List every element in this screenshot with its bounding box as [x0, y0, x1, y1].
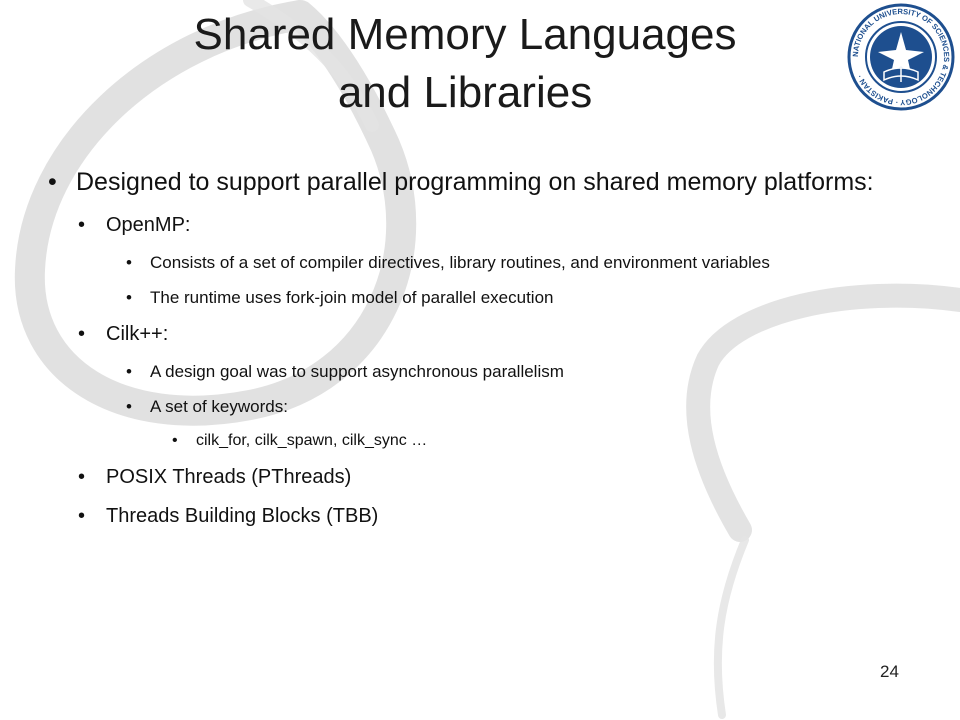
bullet-icon: • — [126, 362, 132, 381]
intro-bullet: • Designed to support parallel programmi… — [48, 166, 908, 529]
university-seal-logo: NATIONAL UNIVERSITY OF SCIENCES & TECHNO… — [847, 3, 955, 111]
bullet-list-level-4: • cilk_for, cilk_spawn, cilk_sync … — [172, 430, 908, 452]
list-item: • Consists of a set of compiler directiv… — [126, 251, 908, 274]
page-number: 24 — [880, 662, 899, 681]
list-item-label: POSIX Threads (PThreads) — [106, 466, 352, 488]
bullet-list-level-3: • Consists of a set of compiler directiv… — [126, 251, 908, 309]
list-item-openmp: • OpenMP: • Consists of a set of compile… — [78, 212, 908, 309]
bullet-icon: • — [126, 397, 132, 416]
list-item-text: A design goal was to support asynchronou… — [150, 362, 564, 381]
slide-title-line-2: and Libraries — [337, 68, 593, 117]
list-item: • A design goal was to support asynchron… — [126, 360, 908, 383]
bullet-list-level-1: • Designed to support parallel programmi… — [48, 166, 908, 529]
bullet-list-level-2: • OpenMP: • Consists of a set of compile… — [78, 212, 908, 529]
intro-text: Designed to support parallel programming… — [76, 168, 874, 196]
bullet-icon: • — [78, 466, 86, 488]
list-item-label: Threads Building Blocks (TBB) — [106, 505, 379, 527]
bullet-icon: • — [172, 432, 178, 449]
list-item-pthreads: • POSIX Threads (PThreads) — [78, 464, 908, 490]
bullet-icon: • — [78, 323, 86, 345]
slide-title: Shared Memory Languages and Libraries — [110, 6, 820, 122]
list-item-label: Cilk++: — [106, 323, 169, 345]
bullet-icon: • — [78, 214, 86, 236]
list-item: • The runtime uses fork-join model of pa… — [126, 286, 908, 309]
bullet-icon: • — [48, 168, 57, 196]
slide-body: • Designed to support parallel programmi… — [48, 166, 908, 542]
list-item-label: OpenMP: — [106, 214, 191, 236]
slide-title-line-1: Shared Memory Languages — [193, 10, 737, 59]
keywords-text: cilk_for, cilk_spawn, cilk_sync … — [196, 432, 428, 449]
bullet-list-level-3: • A design goal was to support asynchron… — [126, 360, 908, 452]
list-item-tbb: • Threads Building Blocks (TBB) — [78, 503, 908, 529]
list-item: • A set of keywords: • cilk_for, cilk_sp… — [126, 395, 908, 452]
list-item: • cilk_for, cilk_spawn, cilk_sync … — [172, 430, 908, 452]
bullet-icon: • — [78, 505, 86, 527]
list-item-text: The runtime uses fork-join model of para… — [150, 288, 554, 307]
list-item-cilk: • Cilk++: • A design goal was to support… — [78, 321, 908, 452]
list-item-text: A set of keywords: — [150, 397, 288, 416]
list-item-text: Consists of a set of compiler directives… — [150, 253, 770, 272]
bullet-icon: • — [126, 288, 132, 307]
bullet-icon: • — [126, 253, 132, 272]
